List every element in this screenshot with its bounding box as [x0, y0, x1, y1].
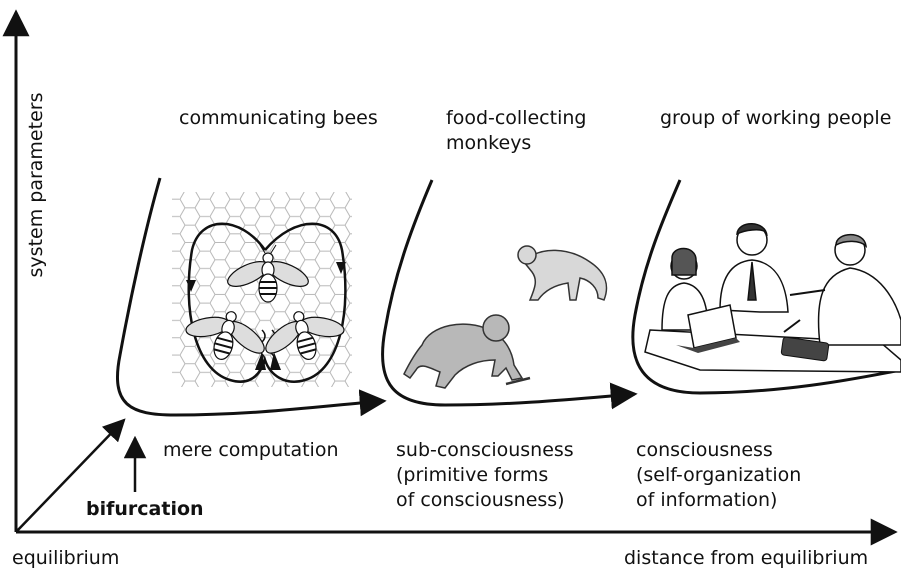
stage-curve-1	[115, 177, 387, 417]
stage-1-caption: mere computation	[163, 439, 339, 461]
y-axis-label: system parameters	[25, 92, 47, 278]
stage-3-caption: consciousness (self-organization of info…	[636, 439, 802, 511]
stage-curve-3	[631, 179, 901, 395]
bifurcation-label: bifurcation	[86, 498, 204, 520]
origin-arrow	[15, 418, 126, 533]
stage-2-title: food-collecting monkeys	[446, 107, 587, 154]
laptop-icon	[676, 304, 740, 353]
stage-2-caption: sub-consciousness (primitive forms of co…	[396, 439, 574, 511]
person-icon	[719, 223, 789, 313]
stage-curve-2	[381, 179, 638, 410]
bee-icon	[185, 311, 265, 360]
tablet-icon	[780, 319, 830, 362]
person-icon	[789, 233, 901, 346]
bee-icon	[227, 244, 309, 303]
x-origin-label: equilibrium	[12, 547, 120, 569]
meeting-illustration	[644, 223, 901, 373]
stage-3-title: group of working people	[660, 107, 892, 129]
monkey-icon	[403, 314, 531, 389]
monkey-icon	[517, 245, 608, 301]
bee-icon	[265, 311, 345, 360]
stage-1-title: communicating bees	[179, 107, 378, 129]
x-axis-label: distance from equilibrium	[624, 547, 869, 569]
